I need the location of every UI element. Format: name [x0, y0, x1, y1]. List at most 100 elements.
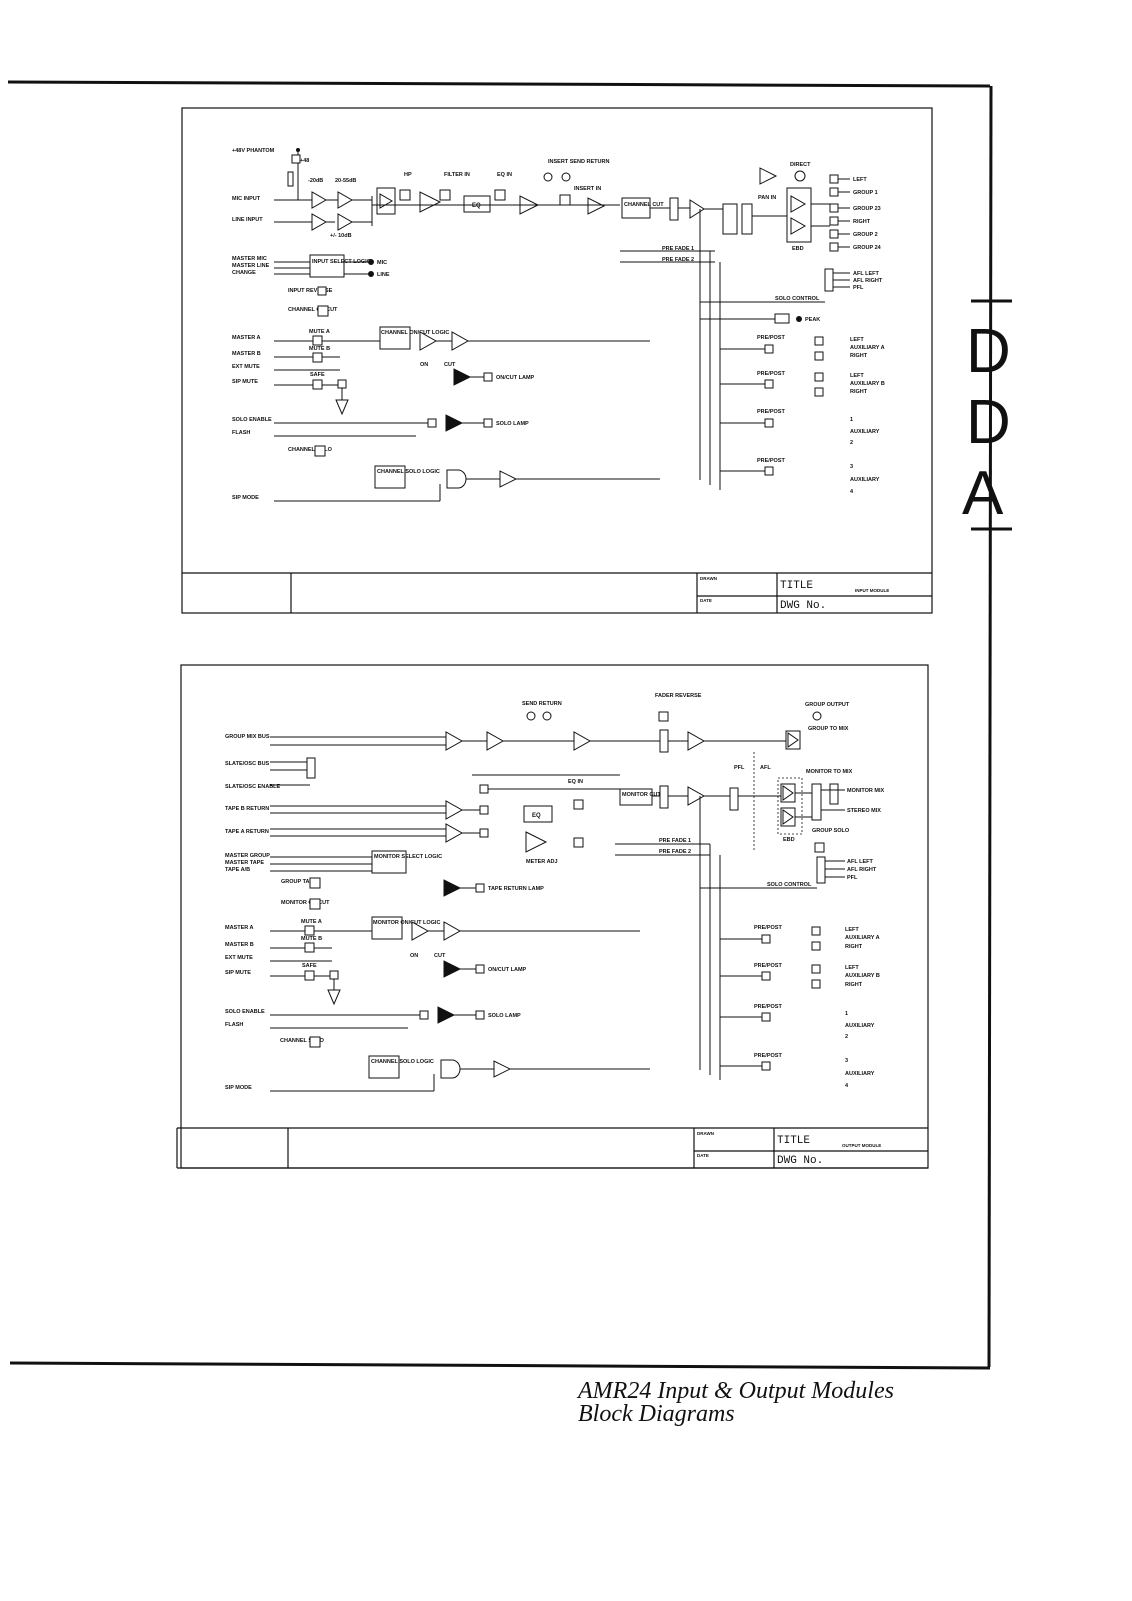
- out-monitor-oncut-logic-label: MONITOR ON/CUT LOGIC: [373, 920, 440, 926]
- out-label-auxiliary-b: AUXILIARY B: [845, 973, 880, 979]
- in-label-sip-mute: SIP MUTE: [232, 379, 258, 385]
- input-tb-title: TITLE: [780, 580, 813, 592]
- out-label-fader-reverse: FADER REVERSE: [655, 693, 702, 699]
- in-label-input-reverse: INPUT REVERSE: [288, 288, 333, 294]
- out-label-group-output: GROUP OUTPUT: [805, 702, 850, 708]
- out-label-master-tape: MASTER TAPE: [225, 860, 264, 866]
- output-title-block: DRAWN DATE TITLE OUTPUT MODULE DWG No.: [176, 1127, 928, 1169]
- in-label-on: ON: [420, 362, 428, 368]
- out-monitor-select-logic-box: [371, 850, 407, 874]
- out-label-afl-right: AFL RIGHT: [847, 867, 877, 873]
- out-label-aux-left-2: LEFT: [845, 965, 859, 971]
- out-label-pre-post-1: PRE/POST: [754, 925, 782, 931]
- right-rule: [987, 85, 993, 1368]
- in-label-aux-right: RIGHT: [850, 353, 868, 359]
- out-label-aux-1: 1: [845, 1011, 848, 1017]
- in-label-pre-fade-2: PRE FADE 2: [662, 257, 694, 263]
- out-label-ebd: EBD: [783, 837, 795, 843]
- in-label-ebd: EBD: [792, 246, 804, 252]
- in-label-mic-input: MIC INPUT: [232, 196, 261, 202]
- out-label-monitor-to-mix: MONITOR TO MIX: [806, 769, 853, 775]
- out-label-group-tape: GROUP TAPE: [281, 879, 317, 885]
- in-channel-oncut-logic-label: CHANNEL ON/CUT LOGIC: [381, 330, 449, 336]
- out-label-tape-return-lamp: TAPE RETURN LAMP: [488, 886, 544, 892]
- in-label-plus48: +48: [300, 158, 309, 164]
- in-label-group-23: GROUP 23: [853, 206, 881, 212]
- out-label-aux-left: LEFT: [845, 927, 859, 933]
- out-label-group-solo: GROUP SOLO: [812, 828, 850, 834]
- out-label-aux-2: 2: [845, 1034, 848, 1040]
- out-label-sip-mute: SIP MUTE: [225, 970, 251, 976]
- in-label-mute-a: MUTE A: [309, 329, 330, 335]
- logo-letter-a: A: [962, 459, 1004, 528]
- in-input-select-logic-box: [309, 254, 345, 278]
- out-label-send-return: SEND RETURN: [522, 701, 562, 707]
- in-label-auxiliary-12: AUXILIARY: [850, 429, 880, 435]
- out-label-aux-3: 3: [845, 1058, 848, 1064]
- in-label-afl-left: AFL LEFT: [853, 271, 880, 277]
- logo-letter-d2: D: [966, 388, 1011, 457]
- in-label-auxiliary-34: AUXILIARY: [850, 477, 880, 483]
- in-label-insert-in: INSERT IN: [574, 186, 601, 192]
- in-label-channel-solo: CHANNEL SOLO: [288, 447, 333, 453]
- in-label-pan-in: PAN IN: [758, 195, 776, 201]
- input-module-diagram: DRAWN DATE TITLE INPUT MODULE DWG No. +4…: [181, 107, 933, 614]
- caption-line-1: AMR24 Input & Output Modules: [576, 1378, 894, 1404]
- output-module-diagram: DRAWN DATE TITLE OUTPUT MODULE DWG No. S…: [176, 664, 929, 1169]
- in-label-hp: HP: [404, 172, 412, 178]
- in-input-select-logic-label: INPUT SELECT LOGIC: [312, 259, 371, 265]
- out-label-pfl: PFL: [734, 765, 745, 771]
- in-label-peak: PEAK: [805, 317, 820, 323]
- input-title-block: DRAWN DATE TITLE INPUT MODULE DWG No.: [182, 572, 932, 613]
- in-front-end: EQ CHANNEL CUT: [274, 148, 720, 231]
- out-label-aux-4: 4: [845, 1083, 849, 1089]
- out-label-pfl-out: PFL: [847, 875, 858, 881]
- out-label-group-to-mix: GROUP TO MIX: [808, 726, 849, 732]
- in-label-aux-1: 1: [850, 417, 853, 423]
- in-label-pfl: PFL: [853, 285, 864, 291]
- in-channel-solo-logic-label: CHANNEL SOLO LOGIC: [377, 469, 440, 475]
- out-label-afl: AFL: [760, 765, 771, 771]
- out-label-solo-lamp: SOLO LAMP: [488, 1013, 521, 1019]
- out-label-aux-right: RIGHT: [845, 944, 863, 950]
- in-label-master-line: MASTER LINE: [232, 263, 270, 269]
- in-label-mic-led: MIC: [377, 260, 387, 266]
- output-tb-title: TITLE: [777, 1135, 810, 1147]
- input-tb-title-value: INPUT MODULE: [855, 588, 889, 593]
- input-tb-drawn: DRAWN: [700, 576, 717, 581]
- out-label-on: ON: [410, 953, 418, 959]
- in-label-group-1: GROUP 1: [853, 190, 878, 196]
- out-label-monitor-oncut: MONITOR ON/CUT: [281, 900, 330, 906]
- out-ebd-box: [777, 777, 803, 835]
- in-label-aux-right-2: RIGHT: [850, 389, 868, 395]
- out-label-slate-osc-bus: SLATE/OSC BUS: [225, 761, 270, 767]
- out-label-pre-post-3: PRE/POST: [754, 1004, 782, 1010]
- in-label-afl-right: AFL RIGHT: [853, 278, 883, 284]
- in-label-master-mic: MASTER MIC: [232, 256, 267, 262]
- in-channel-solo-logic-box: [374, 465, 406, 489]
- out-aux-sends: PRE/POST LEFT AUXILIARY A RIGHT PRE/POST…: [699, 796, 880, 1089]
- in-channel-oncut-logic-box: [379, 326, 411, 350]
- out-label-auxiliary-34: AUXILIARY: [845, 1071, 875, 1077]
- caption-line-2: Block Diagrams: [578, 1401, 735, 1427]
- out-label-pre-post-4: PRE/POST: [754, 1053, 782, 1059]
- in-label-right: RIGHT: [853, 219, 871, 225]
- out-label-safe: SAFE: [302, 963, 317, 969]
- input-diagram-frame: [181, 107, 933, 614]
- out-label-oncut-lamp: ON/CUT LAMP: [488, 967, 527, 973]
- out-monitor-cut-box: [619, 788, 653, 806]
- out-label-tape-b-return: TAPE B RETURN: [225, 806, 269, 812]
- out-label-ext-mute: EXT MUTE: [225, 955, 253, 961]
- in-label-trim-line: +/- 10dB: [330, 233, 352, 239]
- logo-letter-d1: D: [966, 317, 1011, 386]
- in-eq-box-label: EQ: [472, 203, 481, 209]
- in-label-left: LEFT: [853, 177, 867, 183]
- in-label-pre-fade-1: PRE FADE 1: [662, 246, 694, 252]
- in-label-solo-enable: SOLO ENABLE: [232, 417, 272, 423]
- in-label-auxiliary-a: AUXILIARY A: [850, 345, 885, 351]
- in-label-safe: SAFE: [310, 372, 325, 378]
- in-label-pre-post-2: PRE/POST: [757, 371, 785, 377]
- top-rule: [7, 80, 991, 88]
- in-label-pad: -20dB: [308, 178, 323, 184]
